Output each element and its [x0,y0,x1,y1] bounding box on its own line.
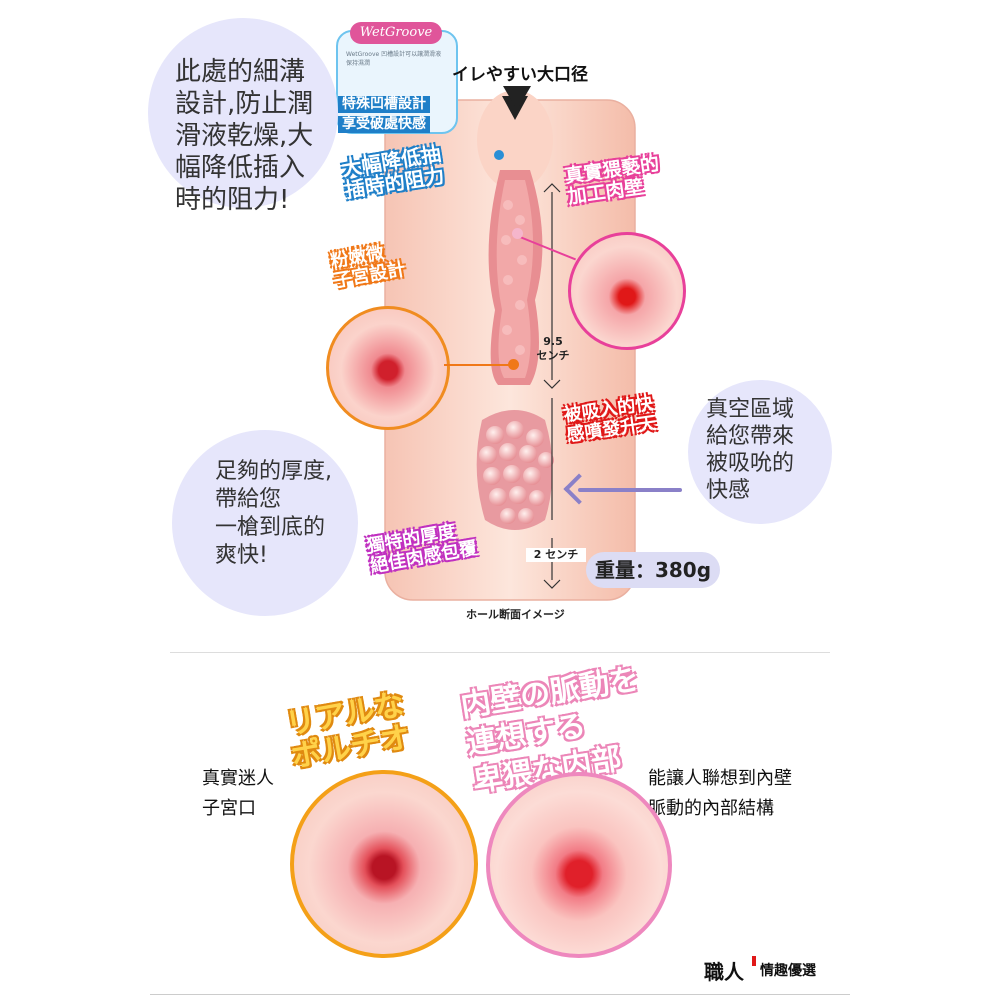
bubble-right [688,380,832,524]
wetgroove-logo: WetGroove [350,22,442,44]
closeup-wall-circle [568,232,686,350]
uterus-pointer-line [444,364,514,366]
section-divider [170,652,830,653]
bubble-bottom-left-text: 足夠的厚度, 帶給您 一槍到底的 爽快! [215,459,332,568]
wall-pointer-dot [512,228,523,239]
bubble-bottom-left [172,430,358,616]
bottom-divider [150,994,850,995]
brand-mark: 職人 [704,960,744,984]
bubble-top-left-text: 此處的細溝 設計,防止潤 滑液乾燥,大 幅降低插入 時的阻力! [175,57,314,215]
brand-accent-icon [752,956,756,966]
wetgroove-small-text: WetGroove 凹槽設計可以讓潤滑液保持濕潤 [346,51,442,67]
brand-name: 情趣優選 [760,963,816,979]
badge-line-2: 享受破處快感 [338,116,430,134]
product-cross-section [384,90,636,601]
closeup-inner-wall-circle [486,772,672,958]
badge-line-1: 特殊凹槽設計 [338,96,430,114]
top-label: イレやすい大口径 [452,65,588,85]
cross-section-caption: ホール断面イメージ [466,608,565,621]
bubble-top-left [148,18,338,208]
bottom-right-description: 能讓人聯想到內壁 脈動的內部結構 [648,768,792,819]
badge-pointer-dot [494,150,504,160]
closeup-uterus-circle [326,306,450,430]
bottom-left-description: 真實迷人 子宮口 [202,768,274,819]
down-arrow-icon [503,86,531,110]
bubble-right-text: 真空區域 給您帶來 被吸吮的 快感 [706,397,795,503]
thickness-measure-label: 2 センチ [526,548,586,562]
bottom-left-tag: リアルな ポルチオ [283,687,413,775]
suction-arrow-line [578,488,682,492]
length-measure-label: 9.5 センチ [536,335,570,362]
closeup-portio-circle [290,770,478,958]
weight-badge: 重量：380g [586,552,720,588]
uterus-pointer-dot [508,359,519,370]
